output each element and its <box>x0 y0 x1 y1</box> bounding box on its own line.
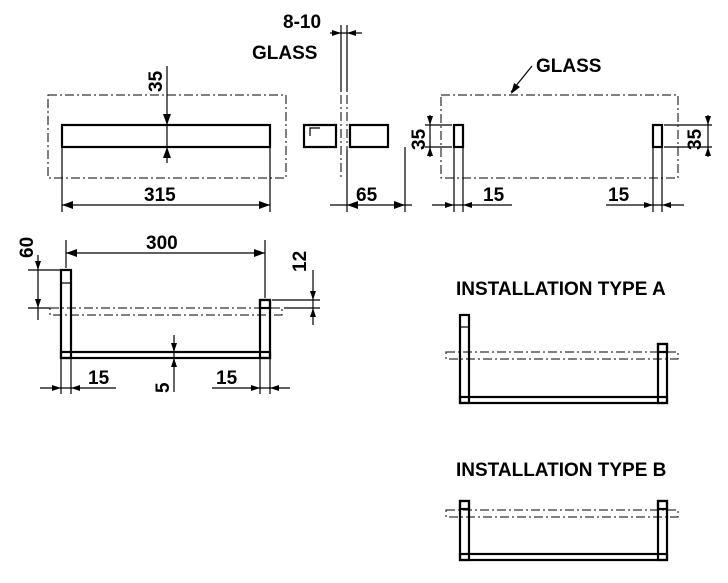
dim-front-offset-right: 15 <box>216 368 238 389</box>
dim-clip-height-left: 35 <box>409 128 430 150</box>
dim-clip-height-right: 35 <box>685 128 706 150</box>
installation-b-title: INSTALLATION TYPE B <box>456 460 666 481</box>
dim-bar-height: 35 <box>146 70 167 92</box>
clip-right-profile <box>348 123 390 149</box>
dim-clip-offset-left: 15 <box>483 185 505 206</box>
bottom-rail-b <box>458 552 669 562</box>
clip-left-profile <box>302 123 338 149</box>
dim-side-depth: 65 <box>356 185 378 206</box>
installation-a-title: INSTALLATION TYPE A <box>456 279 666 300</box>
label-glass-right: GLASS <box>536 56 601 77</box>
dim-span: 300 <box>146 233 178 254</box>
label-glass-top: GLASS <box>252 43 317 64</box>
glass-outline-right <box>440 94 679 179</box>
front-view: 60 300 12 5 15 15 <box>17 233 320 394</box>
dim-bar-length: 315 <box>144 185 176 206</box>
installation-type-b: INSTALLATION TYPE B <box>445 460 679 562</box>
glass-edge-front <box>49 307 283 316</box>
dim-post-height: 60 <box>17 237 38 258</box>
dim-glass-thickness: 8-10 <box>283 12 321 33</box>
dim-rail-thickness: 5 <box>153 382 174 393</box>
dim-clip-offset-right: 15 <box>608 185 630 206</box>
bar-body <box>60 123 272 149</box>
dim-front-offset-left: 15 <box>88 368 110 389</box>
clip-right <box>651 123 664 149</box>
glass-edge-a <box>445 351 679 360</box>
side-view: 8-10 GLASS 65 <box>252 12 412 212</box>
bottom-rail-a <box>458 395 669 405</box>
clip-left <box>452 123 465 149</box>
dim-clip-gap: 12 <box>290 251 311 272</box>
bottom-rail <box>59 350 272 360</box>
glass-panel-view: GLASS 35 35 15 15 <box>409 56 712 212</box>
glass-edge-b <box>445 509 679 518</box>
top-view-bar: 35 315 <box>47 66 287 212</box>
installation-type-a: INSTALLATION TYPE A <box>445 279 679 405</box>
